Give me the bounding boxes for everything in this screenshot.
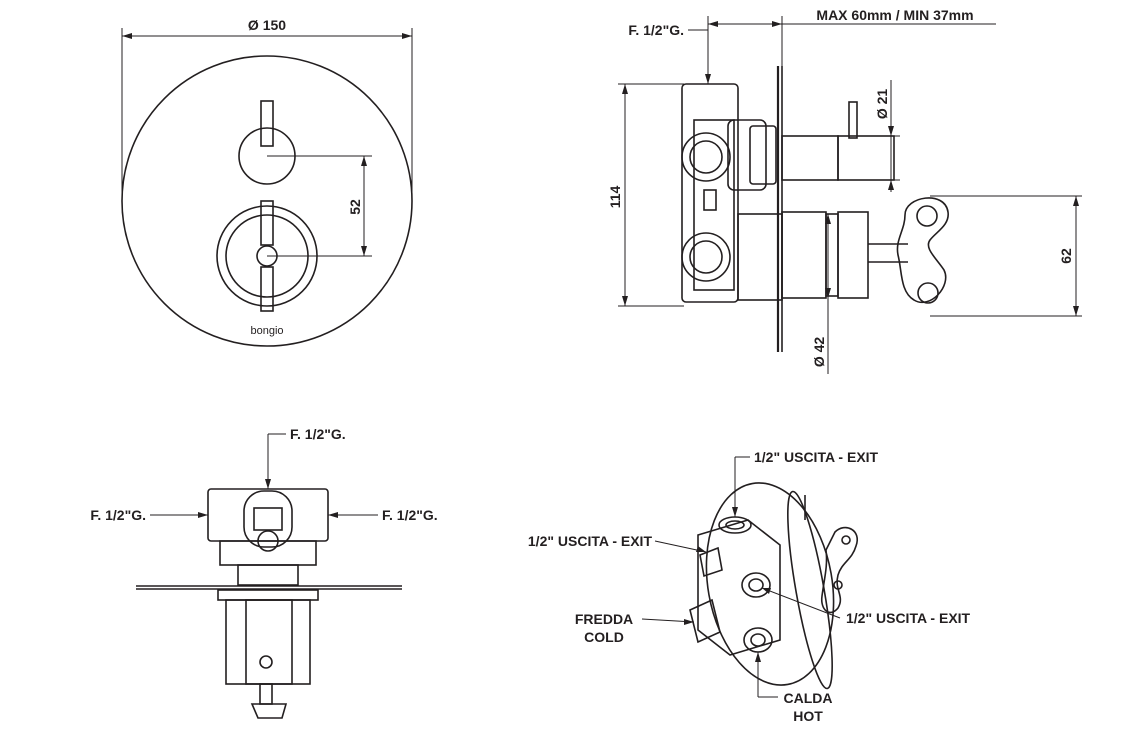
valve-body [681,83,739,303]
wall-depth-label: MAX 60mm / MIN 37mm [816,7,973,23]
iso-top-exit [718,516,752,534]
bottom-right-connection-label: F. 1/2"G. [382,507,438,523]
cold-label-en: COLD [584,629,624,645]
iso-hot-inlet [743,627,773,653]
handle-diameter-label: Ø 21 [874,89,890,120]
iso-valve-body [697,519,781,656]
iso-left-exit-label: 1/2" USCITA - EXIT [528,533,653,549]
upper-outlet [681,132,731,182]
temperature-key [896,197,949,303]
body-top-view [207,488,329,542]
body-diameter-label: Ø 42 [811,337,827,368]
diverter-lever [260,100,274,147]
bottom-left-connection-label: F. 1/2"G. [90,507,146,523]
iso-top-exit-label: 1/2" USCITA - EXIT [754,449,879,465]
cold-label-it: FREDDA [575,611,633,627]
iso-view: 1/2" USCITA - EXIT 1/2" USCITA - EXIT 1/… [528,449,971,724]
diameter-label: Ø 150 [248,17,286,33]
iso-wall-plate [705,482,835,686]
cover-plate [121,55,413,347]
bottom-view: F. 1/2"G. F. 1/2"G. F. 1/2"G. [90,426,438,719]
knob-spacing-label: 62 [1058,248,1074,264]
hot-label-en: HOT [793,708,823,724]
spacing-label: 52 [347,199,363,215]
lower-outlet [681,232,731,282]
iso-right-exit [741,572,771,598]
iso-temperature-key [820,526,859,614]
side-view: F. 1/2"G. MAX 60mm / MIN 37mm Ø 21 114 6… [607,7,1082,374]
bottom-top-connection-label: F. 1/2"G. [290,426,346,442]
brand-logo: bongio [250,325,283,337]
height-label: 114 [607,185,623,208]
iso-right-exit-label: 1/2" USCITA - EXIT [846,610,971,626]
front-view: Ø 150 52 bongio [121,17,413,347]
thermostat-knob-side [781,211,827,299]
diverter-handle-side [781,135,839,181]
iso-cold-inlet [689,598,721,644]
side-connection-label: F. 1/2"G. [628,22,684,38]
hot-label-it: CALDA [784,690,833,706]
